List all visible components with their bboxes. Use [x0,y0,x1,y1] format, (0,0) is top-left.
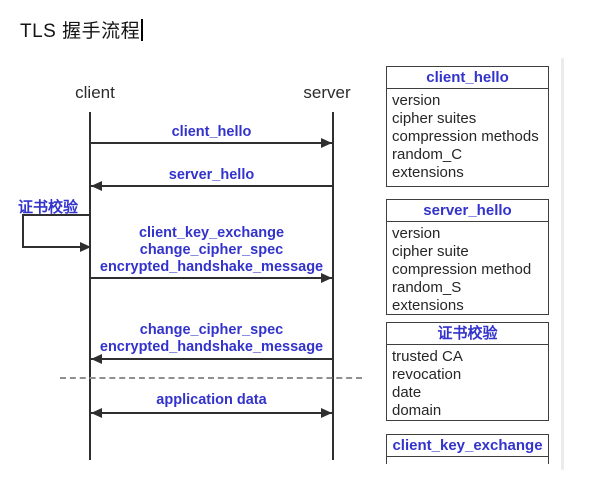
info-box-item: extensions [392,164,464,181]
card-edge-band [561,58,564,470]
info-box-item: cipher suites [392,110,477,127]
info-box-title: 证书校验 [387,323,548,345]
document-title-editor[interactable]: TLS 握手流程 [20,16,144,43]
arrowhead-right-icon [321,138,332,148]
message-label-client-hello: client_hello [91,124,332,141]
info-box-server-hello: server_hello version cipher suite compre… [386,199,549,315]
info-box-cert-check: 证书校验 trusted CA revocation date domain [386,322,549,421]
arrowhead-right-icon [321,273,332,283]
message-text: change_cipher_spec [139,322,284,338]
info-box-item: domain [392,402,442,419]
info-box-item: revocation [392,366,462,383]
arrowhead-left-icon [91,354,102,364]
message-label-server-hello: server_hello [91,167,332,184]
info-box-title: client_hello [387,67,548,89]
message-text: server_hello [168,167,255,183]
arrowhead-left-icon [91,181,102,191]
message-text: client_key_exchange [138,225,285,241]
info-box-item: trusted CA [392,348,463,365]
arrow-application-data [91,412,332,414]
info-box-body: trusted CA revocation date domain [387,345,548,420]
arrowhead-right-icon [80,242,91,252]
info-box-item: extensions [392,297,464,314]
actor-client-label: client [75,83,115,102]
message-label-change-cipher-spec: change_cipher_spec encrypted_handshake_m… [91,322,332,356]
arrowhead-right-icon [321,408,332,418]
message-label-client-key-exchange: client_key_exchange change_cipher_spec e… [91,225,332,276]
actor-server-label: server [303,83,351,102]
message-label-application-data: application data [91,392,332,409]
message-text: application data [156,392,267,408]
message-text: change_cipher_spec [139,242,284,258]
message-text: encrypted_handshake_message [99,339,324,355]
info-box-title: client_key_exchange [387,435,548,457]
server-lifeline [332,112,334,460]
info-box-item: compression methods [392,128,539,145]
arrow-client-hello [91,142,332,144]
text-cursor-icon [141,19,144,41]
info-box-body: version cipher suites compression method… [387,89,548,182]
page-title: TLS 握手流程 [20,21,141,42]
handshake-separator-dashed-line [60,377,362,379]
info-box-body [387,457,548,460]
info-box-item: version [392,92,441,109]
cert-check-loop [22,214,90,248]
info-box-item: compression method [392,261,532,278]
info-box-client-hello: client_hello version cipher suites compr… [386,66,549,187]
info-box-item: version [392,225,441,242]
message-text: client_hello [171,124,252,140]
arrowhead-left-icon [91,408,102,418]
info-box-item: random_S [392,279,462,296]
info-box-body: version cipher suite compression method … [387,222,548,315]
message-text: encrypted_handshake_message [99,259,324,275]
info-box-client-key-exchange: client_key_exchange [386,434,549,464]
info-box-title: server_hello [387,200,548,222]
info-box-item: cipher suite [392,243,469,260]
arrow-client-key-exchange [91,277,332,279]
arrow-server-hello [91,185,332,187]
arrow-change-cipher-spec [91,358,332,360]
client-lifeline [89,112,91,460]
cert-check-label: 证书校验 [18,199,79,216]
info-box-item: date [392,384,422,401]
info-box-item: random_C [392,146,463,163]
